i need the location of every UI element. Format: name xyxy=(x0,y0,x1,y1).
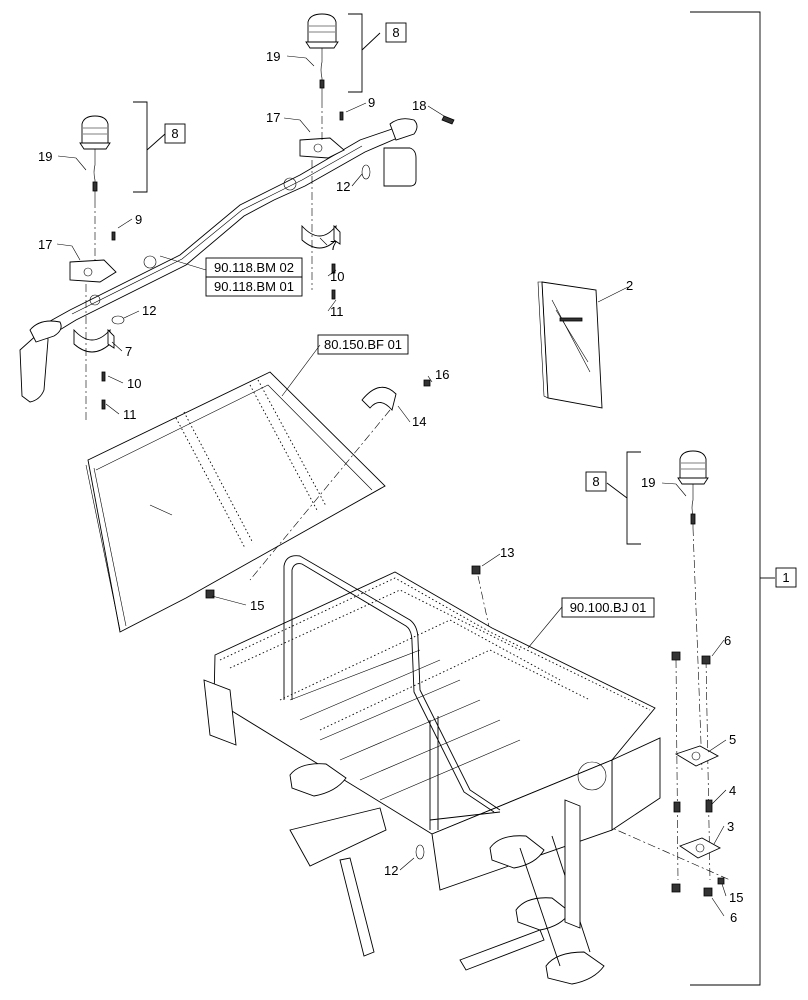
svg-text:8: 8 xyxy=(171,126,178,141)
o-ring-12-top xyxy=(361,164,371,180)
mount-plate-5 xyxy=(674,745,719,767)
step-ladder xyxy=(289,763,605,985)
callout-5: 5 xyxy=(729,732,736,747)
callout-box-1: 1 xyxy=(775,567,797,588)
callout-15-right: 15 xyxy=(729,890,743,905)
callout-14: 14 xyxy=(412,414,426,429)
mount-plate-17-top xyxy=(299,137,345,159)
callout-15-left: 15 xyxy=(250,598,264,613)
mount-plate-3 xyxy=(679,837,721,859)
callout-12-top: 12 xyxy=(336,179,350,194)
callout-7-top: 7 xyxy=(330,238,337,253)
callout-6-bottom: 6 xyxy=(730,910,737,925)
clamp-7-left xyxy=(73,328,115,353)
reference-box-80-150-bf-01[interactable]: 80.150.BF 01 xyxy=(317,334,409,355)
svg-text:8: 8 xyxy=(392,25,399,40)
callout-9-left: 9 xyxy=(135,212,142,227)
beacon-light-right xyxy=(677,450,709,528)
callout-11-top: 11 xyxy=(330,304,344,319)
callout-9-top: 9 xyxy=(368,95,375,110)
callout-16: 16 xyxy=(435,367,449,382)
callout-11-left: 11 xyxy=(123,407,137,422)
callout-box-8-right: 8 xyxy=(585,471,607,492)
callout-10-top: 10 xyxy=(330,269,344,284)
callout-4: 4 xyxy=(729,783,736,798)
callout-6-top: 6 xyxy=(724,633,731,648)
beacon-light-top xyxy=(305,13,339,100)
bracket-8-top xyxy=(348,13,381,93)
bracket-8-right xyxy=(606,451,641,545)
callout-2: 2 xyxy=(626,278,633,293)
svg-text:1: 1 xyxy=(782,570,789,585)
mount-plate-17-left xyxy=(69,259,117,283)
callout-3: 3 xyxy=(727,819,734,834)
reference-box-90-118-bm-02[interactable]: 90.118.BM 02 xyxy=(205,257,303,278)
callout-7-left: 7 xyxy=(125,344,132,359)
beacon-light-left xyxy=(79,115,111,200)
callout-17-top: 17 xyxy=(266,110,280,125)
o-ring-12-left xyxy=(111,315,125,325)
svg-text:80.150.BF 01: 80.150.BF 01 xyxy=(324,337,402,352)
callout-box-8-top: 8 xyxy=(385,22,407,43)
callout-18: 18 xyxy=(412,98,426,113)
cable-clip-14 xyxy=(361,386,397,411)
canopy-panel xyxy=(85,371,386,633)
leader-lines xyxy=(56,55,727,917)
svg-text:90.118.BM 01: 90.118.BM 01 xyxy=(214,279,294,294)
svg-text:90.100.BJ 01: 90.100.BJ 01 xyxy=(570,600,647,615)
svg-text:8: 8 xyxy=(592,474,599,489)
o-ring-12-bottom xyxy=(415,844,425,860)
callout-10-left: 10 xyxy=(127,376,141,391)
reference-box-90-100-bj-01[interactable]: 90.100.BJ 01 xyxy=(561,597,655,618)
bracket-8-left xyxy=(133,101,166,193)
callout-19-left: 19 xyxy=(38,149,52,164)
reference-box-90-118-bm-01[interactable]: 90.118.BM 01 xyxy=(205,276,303,297)
light-bar-assembly xyxy=(19,115,455,403)
callout-box-8-left: 8 xyxy=(164,123,186,144)
svg-text:90.118.BM 02: 90.118.BM 02 xyxy=(214,260,294,275)
platform-frame xyxy=(203,555,661,891)
callout-19-right: 19 xyxy=(641,475,655,490)
callout-12-left: 12 xyxy=(142,303,156,318)
clamp-7-top xyxy=(301,224,341,249)
callout-13: 13 xyxy=(500,545,514,560)
callout-19-top: 19 xyxy=(266,49,280,64)
callout-12-bottom: 12 xyxy=(384,863,398,878)
operators-manual-2 xyxy=(537,281,603,409)
kit-bracket-1 xyxy=(690,11,775,986)
hardware-4-6-15 xyxy=(205,379,725,897)
callout-17-left: 17 xyxy=(38,237,52,252)
